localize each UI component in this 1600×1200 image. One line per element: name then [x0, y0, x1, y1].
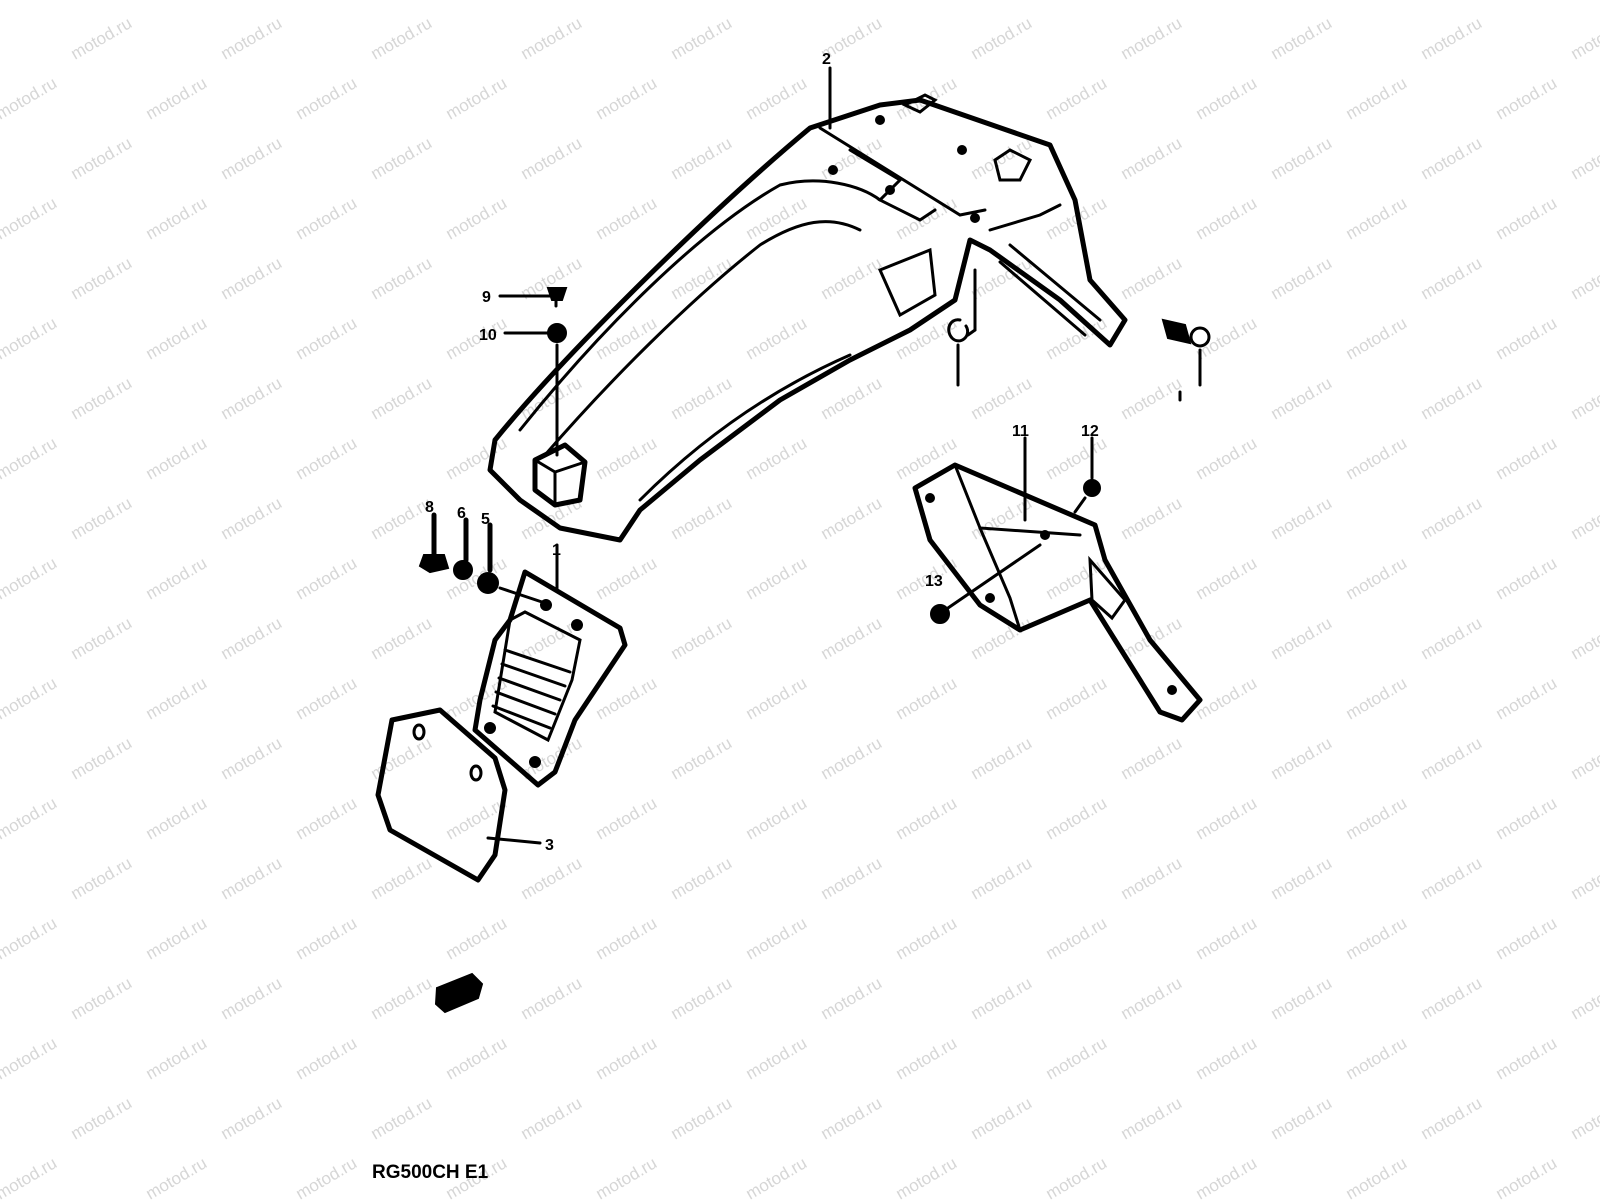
callout-8: 8: [425, 499, 434, 516]
license-plate: [375, 707, 542, 883]
fasteners-9-10: [498, 287, 568, 457]
callout-6: 6: [457, 505, 466, 522]
mud-flap-bracket: [472, 543, 628, 788]
rear-fender: [487, 93, 1128, 543]
callout-2: 2: [822, 51, 831, 68]
callout-3: 3: [545, 837, 554, 854]
fasteners-12-13: [930, 436, 1101, 624]
leader-lines: [828, 66, 1182, 402]
bolt-set-8-6-5: [418, 512, 550, 606]
reflector-bracket: [912, 436, 1203, 723]
callout-10: 10: [479, 327, 497, 344]
fastener-7: [947, 268, 1211, 387]
callout-9: 9: [482, 289, 491, 306]
callout-11: 11: [1012, 423, 1029, 440]
small-loose-part: [434, 972, 484, 1014]
callout-labels: 2 9 10 8 6 5 1 3 11 12 13: [425, 51, 1099, 854]
model-code-label: RG500CH E1: [372, 1162, 489, 1183]
callout-5: 5: [481, 511, 490, 528]
callout-12: 12: [1081, 423, 1099, 440]
callout-13: 13: [925, 573, 943, 590]
callout-1: 1: [552, 542, 561, 559]
